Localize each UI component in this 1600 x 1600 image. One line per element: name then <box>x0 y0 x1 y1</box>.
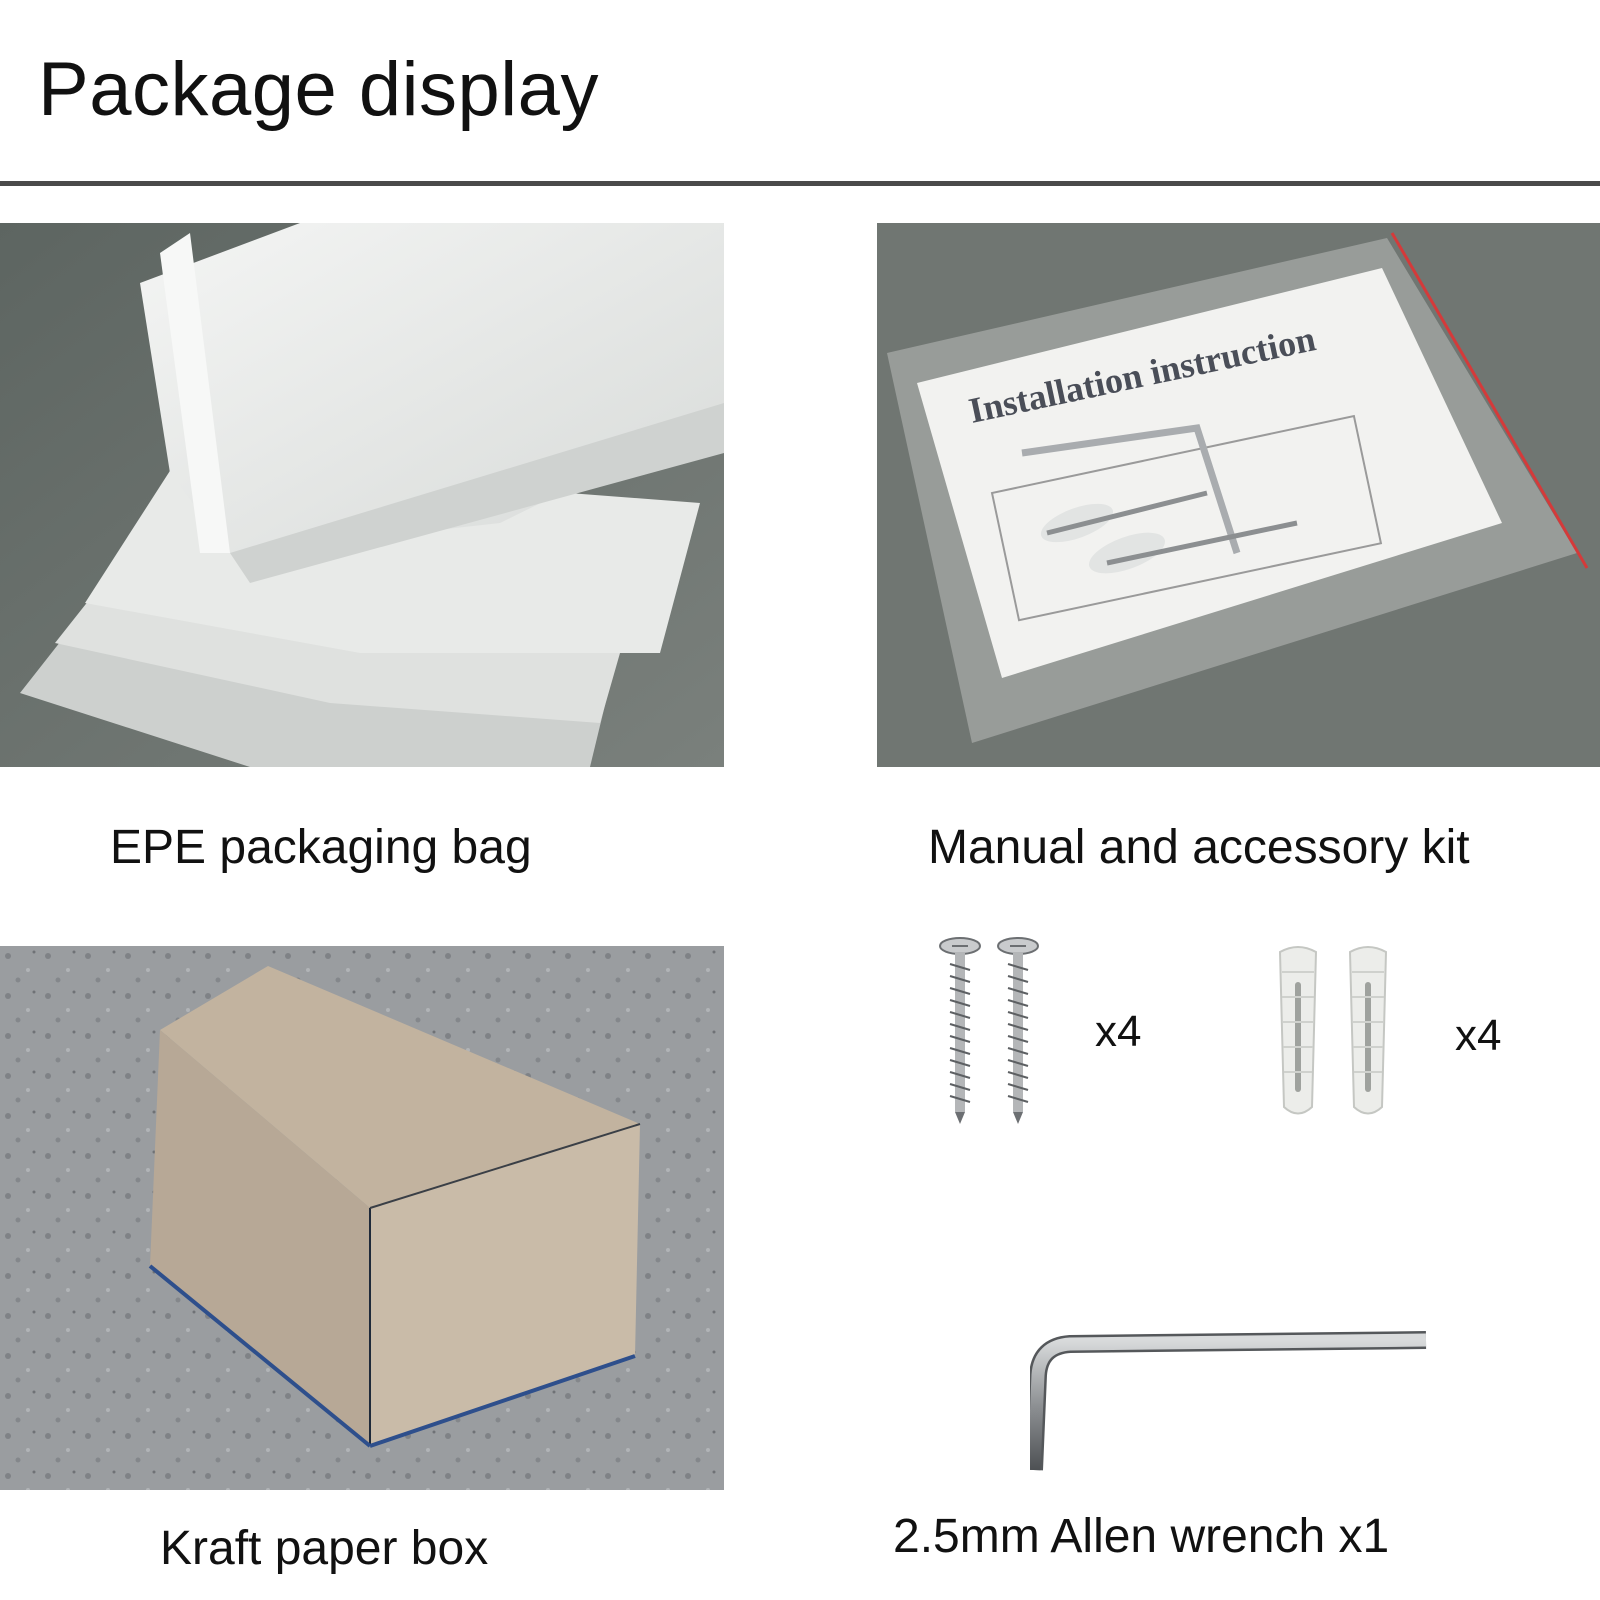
screw-icon <box>930 934 1050 1124</box>
kraft-box-caption: Kraft paper box <box>160 1522 489 1575</box>
kraft-box-photo <box>0 946 724 1490</box>
page-title: Package display <box>38 47 599 132</box>
accessory-kit-caption: Manual and accessory kit <box>928 821 1470 874</box>
epe-foam-sheets-photo <box>0 223 724 767</box>
allen-wrench-caption: 2.5mm Allen wrench x1 <box>893 1510 1390 1563</box>
wall-anchor-icon <box>1268 942 1408 1122</box>
anchor-count-label: x4 <box>1455 1011 1502 1060</box>
accessory-bag-photo: Installation instruction <box>877 223 1600 767</box>
epe-packaging-caption: EPE packaging bag <box>110 821 532 874</box>
screw-count-label: x4 <box>1095 1007 1142 1056</box>
title-divider <box>0 181 1600 186</box>
allen-wrench-icon <box>1030 1330 1430 1480</box>
